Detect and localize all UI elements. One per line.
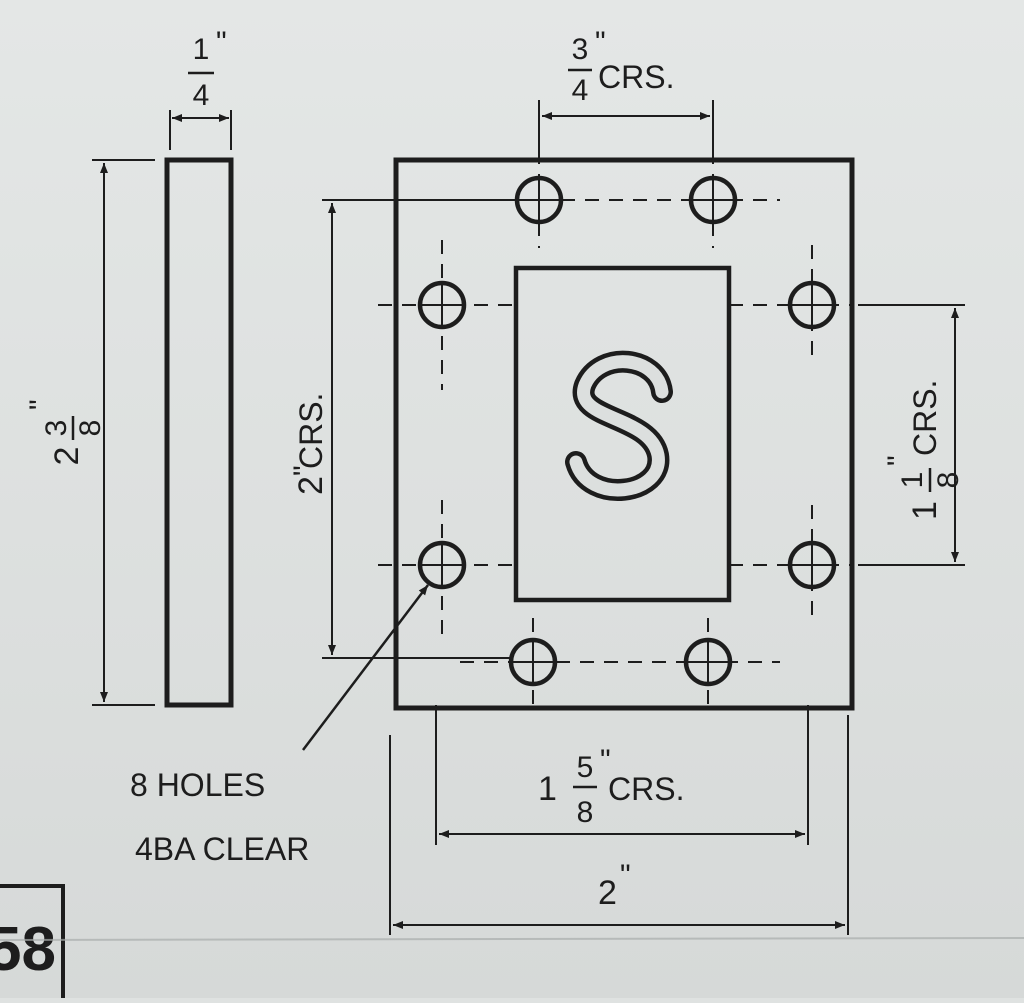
- top-spacing-unit: ": [595, 26, 606, 59]
- figure-number: 58: [0, 915, 56, 984]
- side-spacing-unit: ": [882, 455, 915, 466]
- side-spacing-denominator: 8: [932, 472, 965, 489]
- holes-note-line1: 8 HOLES: [130, 767, 265, 803]
- top-spacing-suffix: CRS.: [598, 59, 674, 95]
- top-spacing-numerator: 3: [572, 33, 589, 66]
- top-spacing-denominator: 4: [572, 74, 589, 107]
- overall-width-whole: 2: [598, 874, 617, 912]
- plate-outline: [393, 157, 855, 711]
- side-height-dimension: 2 3 8 ": [24, 159, 155, 706]
- side-width-dimension: 1 " 4: [169, 26, 232, 150]
- side-height-numerator: 3: [40, 420, 73, 437]
- holes-note-line2: 4BA CLEAR: [135, 831, 309, 867]
- side-width-numerator: 1: [193, 33, 210, 66]
- bottom-spacing-numerator: 5: [577, 751, 594, 784]
- side-spacing-whole: 1: [906, 501, 944, 520]
- bottom-hole-spacing-dimension: 1 5 8 " CRS.: [435, 705, 809, 845]
- paper-crease: [0, 937, 1024, 941]
- side-width-unit: ": [216, 26, 227, 59]
- side-height-unit: ": [24, 399, 57, 410]
- vertical-spacing-dimension: 2 " CRS.: [288, 199, 517, 659]
- vertical-spacing-unit: ": [288, 465, 321, 476]
- side-height-denominator: 8: [74, 420, 107, 437]
- plate-letter-s: [565, 350, 673, 501]
- side-hole-spacing-dimension: 1 1 8 " CRS.: [858, 304, 965, 566]
- plate-window: [513, 265, 732, 603]
- bottom-spacing-suffix: CRS.: [608, 771, 684, 807]
- holes-note-leader: [302, 584, 429, 751]
- side-view-outline: [164, 157, 234, 708]
- bottom-spacing-denominator: 8: [577, 796, 594, 829]
- vertical-spacing-suffix: CRS.: [293, 393, 329, 469]
- top-hole-spacing-dimension: 3 " 4 CRS.: [538, 26, 714, 150]
- side-spacing-numerator: 1: [896, 472, 929, 489]
- bottom-spacing-unit: ": [600, 744, 611, 777]
- overall-width-dimension: 2 ": [389, 715, 849, 935]
- overall-width-unit: ": [620, 859, 631, 892]
- figure-number-box: 58: [0, 884, 65, 1003]
- bottom-spacing-whole: 1: [538, 770, 557, 808]
- side-height-whole: 2: [48, 447, 86, 466]
- side-width-denominator: 4: [193, 79, 210, 112]
- vertical-spacing-whole: 2: [292, 476, 330, 495]
- side-spacing-suffix: CRS.: [907, 380, 943, 456]
